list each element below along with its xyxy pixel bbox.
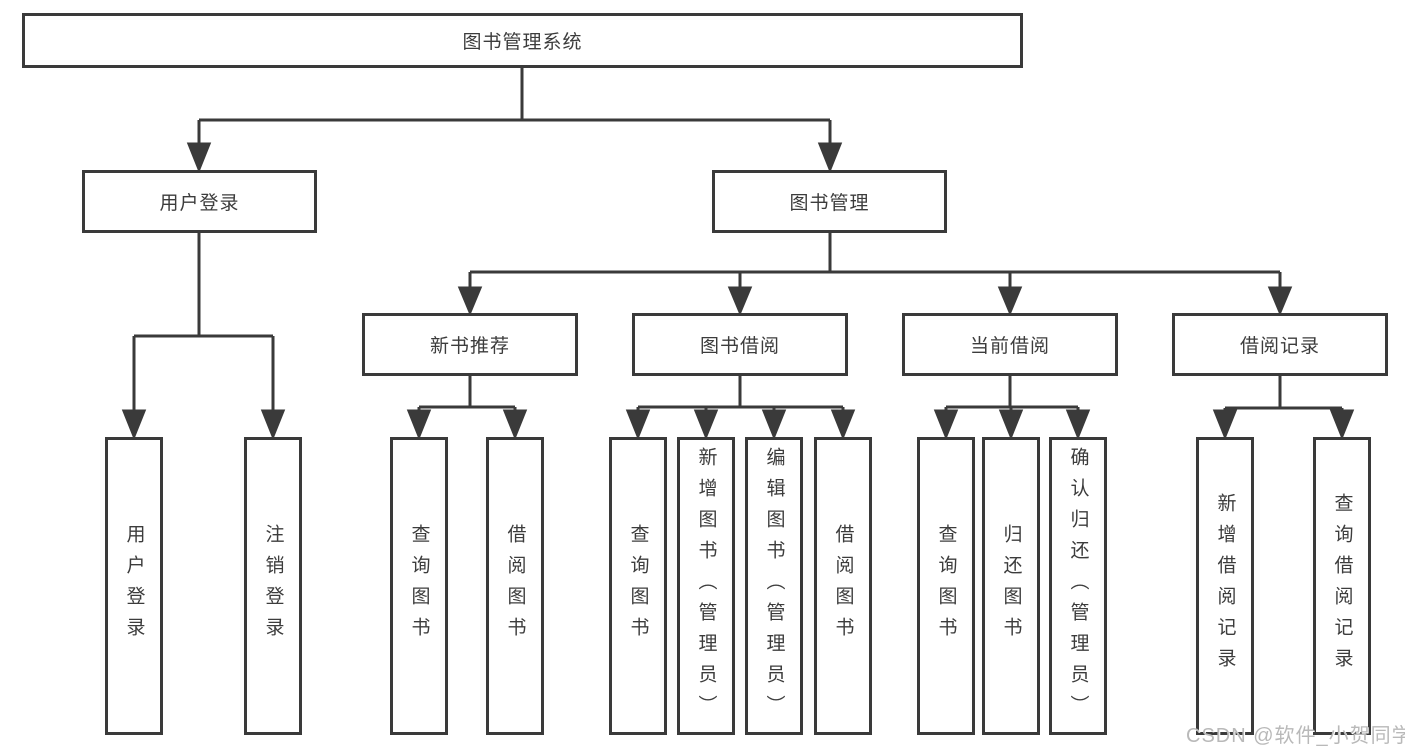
arrowhead-icon [121, 409, 147, 441]
arrowhead-icon [1212, 409, 1238, 441]
node-label: 查询图书 [408, 524, 430, 648]
node-label: 归还图书 [1000, 524, 1022, 648]
connector-new-book-branch [406, 376, 528, 441]
node-label: 借阅图书 [832, 524, 854, 648]
arrowhead-icon [817, 142, 843, 174]
node-new-book-recommend: 新书推荐 [362, 313, 578, 376]
arrowhead-icon [933, 409, 959, 441]
node-label: 注销登录 [262, 524, 284, 648]
node-label: 查询图书 [627, 524, 649, 648]
node-label: 借阅图书 [504, 524, 526, 648]
leaf-query-books-current: 查询图书 [917, 437, 975, 735]
leaf-borrow-books-recommend: 借阅图书 [486, 437, 544, 735]
arrowhead-icon [186, 142, 212, 174]
connector-book-management-branch [457, 233, 1293, 316]
leaf-query-books-borrow: 查询图书 [609, 437, 667, 735]
arrowhead-icon [260, 409, 286, 441]
node-borrow-records: 借阅记录 [1172, 313, 1388, 376]
connector-current-borrow-branch [933, 376, 1091, 441]
connector-book-borrow-branch [625, 376, 856, 441]
node-book-borrow: 图书借阅 [632, 313, 848, 376]
node-library-management-system: 图书管理系统 [22, 13, 1023, 68]
node-label: 查询借阅记录 [1331, 493, 1353, 679]
leaf-edit-books-admin: 编辑图书（管理员） [745, 437, 803, 735]
csdn-watermark: CSDN @软件_小贺同学 [1186, 725, 1405, 747]
arrowhead-icon [457, 286, 483, 316]
arrowhead-icon [727, 286, 753, 316]
node-label: 编辑图书（管理员） [763, 446, 785, 726]
node-label: 新增借阅记录 [1214, 493, 1236, 679]
node-label: 用户登录 [159, 193, 240, 214]
arrowhead-icon [761, 409, 787, 441]
leaf-logout: 注销登录 [244, 437, 302, 735]
arrowhead-icon [997, 286, 1023, 316]
arrowhead-icon [1329, 409, 1355, 441]
node-label: 用户登录 [123, 524, 145, 648]
node-label: 当前借阅 [969, 336, 1050, 357]
arrowhead-icon [1065, 409, 1091, 441]
node-label: 图书借阅 [699, 336, 780, 357]
node-label: 图书管理系统 [462, 32, 583, 53]
leaf-add-books-admin: 新增图书（管理员） [677, 437, 735, 735]
leaf-query-books-recommend: 查询图书 [390, 437, 448, 735]
node-label: 借阅记录 [1239, 336, 1320, 357]
leaf-confirm-return-admin: 确认归还（管理员） [1049, 437, 1107, 735]
node-user-login: 用户登录 [82, 170, 317, 233]
node-label: 新书推荐 [429, 336, 510, 357]
node-label: 新增图书（管理员） [695, 446, 717, 726]
leaf-add-borrow-record: 新增借阅记录 [1196, 437, 1254, 735]
arrowhead-icon [830, 409, 856, 441]
connector-user-login-branch [121, 233, 286, 441]
node-label: 确认归还（管理员） [1067, 446, 1089, 726]
arrowhead-icon [625, 409, 651, 441]
arrowhead-icon [406, 409, 432, 441]
leaf-borrow-books: 借阅图书 [814, 437, 872, 735]
connector-borrow-records-branch [1212, 376, 1355, 441]
leaf-return-books: 归还图书 [982, 437, 1040, 735]
arrowhead-icon [502, 409, 528, 441]
leaf-user-login: 用户登录 [105, 437, 163, 735]
connector-root-to-level2 [186, 68, 843, 174]
arrowhead-icon [998, 409, 1024, 441]
arrowhead-icon [1267, 286, 1293, 316]
node-label: 查询图书 [935, 524, 957, 648]
arrowhead-icon [693, 409, 719, 441]
node-label: 图书管理 [789, 193, 870, 214]
node-book-management: 图书管理 [712, 170, 947, 233]
node-current-borrow: 当前借阅 [902, 313, 1118, 376]
leaf-query-borrow-record: 查询借阅记录 [1313, 437, 1371, 735]
